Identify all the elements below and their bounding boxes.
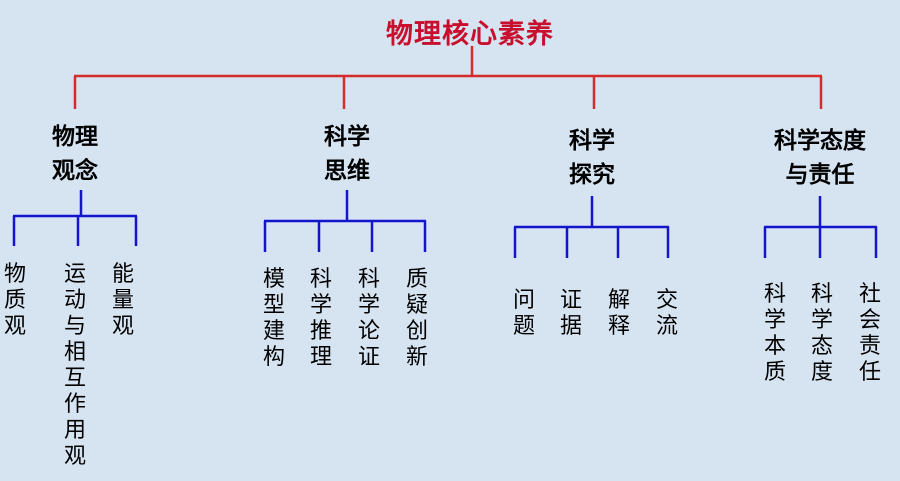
category-label-line1: 物理 <box>52 124 98 150</box>
leaf-item: 科学本质 <box>763 282 786 385</box>
category-label-line2: 探究 <box>569 162 615 188</box>
leaf-item: 解释 <box>607 288 630 339</box>
category-scientific-attitude-responsibility: 科学态度 与责任 <box>755 124 885 192</box>
category-physics-concepts: 物理 观念 <box>35 120 115 188</box>
leaf-item: 交流 <box>655 288 678 339</box>
category-label-line2: 思维 <box>324 158 370 184</box>
category-scientific-thinking: 科学 思维 <box>302 120 392 188</box>
leaf-item: 模型建构 <box>262 267 285 370</box>
category-label-line1: 科学 <box>324 124 370 150</box>
category-scientific-inquiry: 科学 探究 <box>552 124 632 192</box>
root-title: 物理核心素养 <box>386 19 554 50</box>
category-label-line2: 观念 <box>52 158 98 184</box>
leaf-item: 质疑创新 <box>405 267 428 370</box>
leaf-item: 能量观 <box>111 262 134 339</box>
leaf-item: 物质观 <box>3 262 26 339</box>
category-label-line1: 科学 <box>569 128 615 154</box>
leaf-item: 问题 <box>512 288 535 339</box>
category-label-line1: 科学态度 <box>774 128 866 154</box>
category-label-line2: 与责任 <box>785 162 855 188</box>
leaf-item: 运动与相互作用观 <box>63 262 86 469</box>
leaf-item: 科学推理 <box>309 267 332 370</box>
leaf-item: 科学态度 <box>810 282 833 385</box>
leaf-item: 证据 <box>559 288 582 339</box>
leaf-item: 科学论证 <box>357 267 380 370</box>
leaf-item: 社会责任 <box>858 282 881 385</box>
